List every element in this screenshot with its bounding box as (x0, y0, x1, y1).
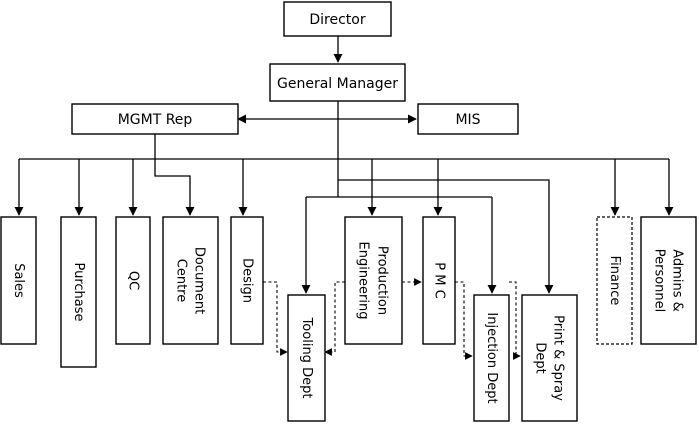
box-finance: Finance (596, 216, 633, 345)
label-tooling-dept: Tooling Dept (299, 317, 314, 399)
dashed-injection-print (509, 281, 521, 360)
connector-document-centre (154, 134, 195, 216)
dashed-pmc-injection (455, 281, 473, 360)
label-pmc: P M C (432, 262, 447, 298)
box-mis: MIS (417, 103, 519, 135)
label-document-centre-line2: Centre (174, 259, 189, 302)
label-document-centre-line1: Document (192, 247, 207, 314)
box-design: Design (230, 216, 264, 345)
box-document-centre: Document Centre (162, 216, 219, 345)
label-sales: Sales (11, 263, 26, 298)
box-tooling-dept: Tooling Dept (287, 294, 326, 422)
box-purchase: Purchase (60, 216, 97, 368)
box-mgmt-rep: MGMT Rep (71, 103, 239, 135)
box-print-spray-dept: Print & Spray Dept (521, 294, 578, 422)
box-pmc: P M C (422, 216, 456, 345)
box-production-engineering: Production Engineering (344, 216, 403, 345)
label-admins-personnel-line1: Admins & (670, 249, 685, 311)
box-sales: Sales (0, 216, 37, 345)
label-mis: MIS (455, 112, 480, 128)
label-print-spray-line1: Print & Spray (551, 315, 566, 401)
label-general-manager: General Manager (277, 76, 398, 92)
dashed-design-tooling (263, 281, 288, 356)
label-director: Director (309, 12, 365, 28)
label-production-engineering-line1: Production (375, 246, 390, 315)
label-purchase: Purchase (71, 262, 86, 321)
label-qc: QC (126, 271, 141, 290)
connectors (14, 36, 674, 360)
label-production-engineering-line2: Engineering (356, 242, 371, 320)
label-injection-dept: Injection Dept (484, 312, 499, 403)
dashed-engineering-tooling (324, 281, 345, 356)
label-design: Design (240, 258, 255, 303)
box-qc: QC (115, 216, 151, 345)
box-general-manager: General Manager (269, 63, 406, 102)
label-mgmt-rep: MGMT Rep (118, 112, 193, 128)
connector-print-spray (338, 179, 554, 294)
label-print-spray-line2: Dept (533, 342, 548, 373)
box-admins-personnel: Admins & Personnel (640, 216, 697, 345)
box-injection-dept: Injection Dept (473, 294, 510, 422)
box-director: Director (283, 1, 392, 37)
label-admins-personnel-line2: Personnel (652, 249, 667, 313)
label-finance: Finance (607, 256, 622, 306)
